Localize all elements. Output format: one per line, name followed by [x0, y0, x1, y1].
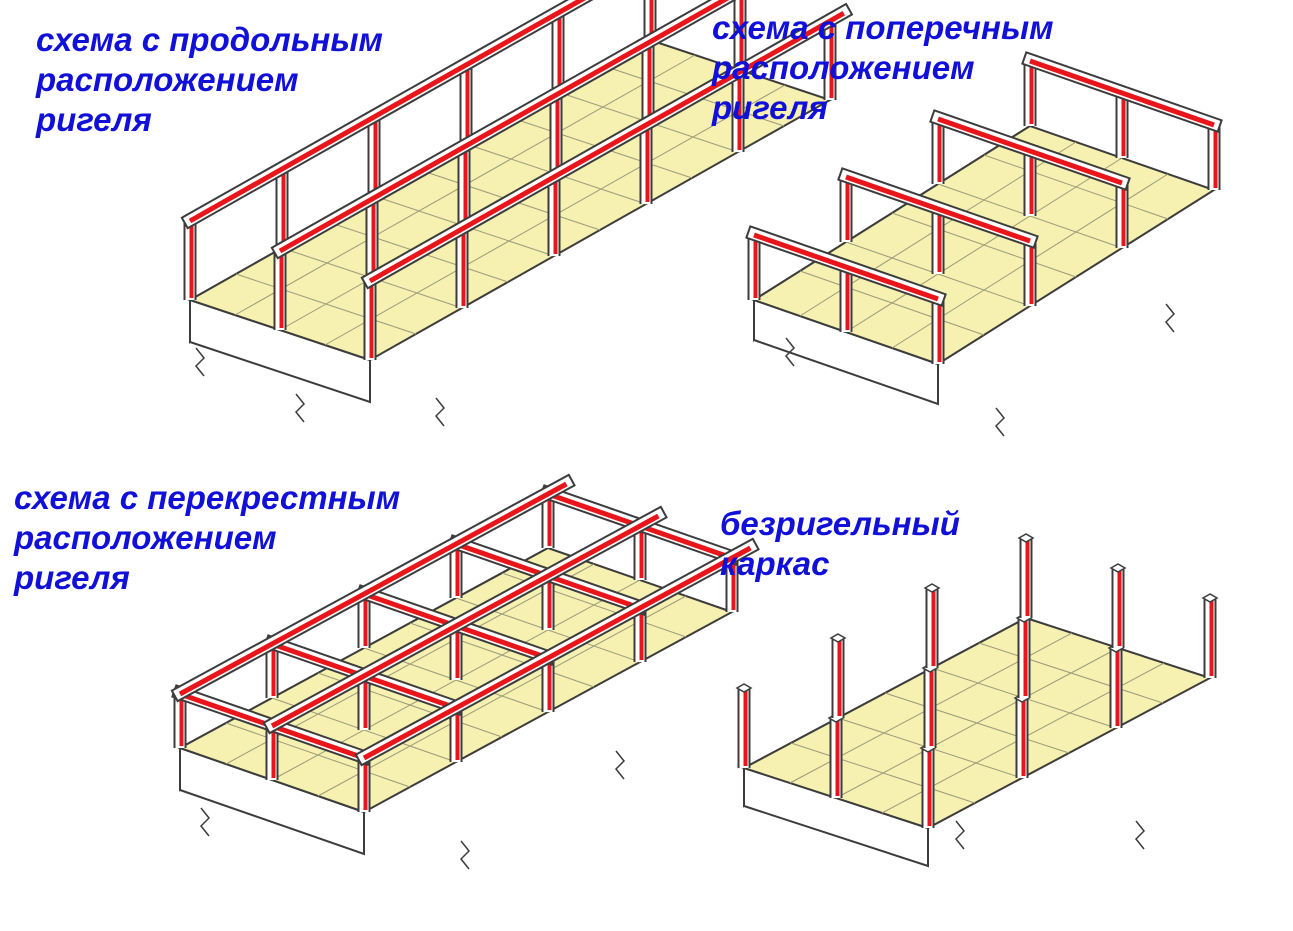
transverse-frame-drawing: [745, 51, 1223, 437]
beam-highlight: [270, 513, 660, 729]
longitudinal-frame-drawing: [180, 0, 854, 427]
label-beamless-line-2: каркас: [720, 545, 830, 582]
break-mark: [459, 840, 471, 870]
column-cap: [1201, 593, 1219, 603]
beam-highlight: [278, 0, 730, 254]
label-beamless-line-1: безригельный: [720, 505, 960, 542]
beam-highlight: [368, 11, 846, 284]
label-cross: схема с перекрестным расположением ригел…: [14, 478, 400, 598]
beam-highlight: [753, 232, 939, 302]
label-cross-line-1: схема с перекрестным: [14, 479, 401, 516]
break-mark: [954, 820, 966, 850]
label-longitudinal-line-1: схема с продольным: [36, 21, 383, 58]
label-cross-line-3: ригеля: [14, 559, 130, 596]
floor-joint: [835, 647, 1119, 799]
break-mark: [784, 337, 796, 367]
break-mark: [614, 750, 626, 780]
label-cross-line-2: расположением: [14, 519, 277, 556]
break-mark: [294, 393, 306, 423]
break-mark: [1164, 303, 1176, 333]
break-mark: [1134, 820, 1146, 850]
beam-highlight: [178, 481, 568, 697]
beam-highlight: [188, 0, 587, 224]
label-longitudinal-line-3: ригеля: [36, 101, 152, 138]
break-mark: [194, 347, 206, 377]
beamless-frame-drawing: [735, 533, 1219, 868]
column-cap: [923, 583, 941, 593]
beam-highlight: [937, 116, 1123, 186]
break-mark: [199, 807, 211, 837]
beam-highlight: [845, 174, 1031, 244]
label-longitudinal: схема с продольным расположением ригеля: [36, 20, 383, 140]
column-cap: [1017, 533, 1035, 543]
label-transverse-line-1: схема с поперечным: [712, 9, 1054, 46]
column-cap: [1109, 563, 1127, 573]
cross-frame-drawing: [170, 473, 760, 870]
break-mark: [994, 407, 1006, 437]
break-mark: [434, 397, 446, 427]
beam-highlight: [1029, 58, 1215, 128]
column-cap: [829, 633, 847, 643]
column-cap: [735, 683, 753, 693]
label-transverse-line-2: расположением: [712, 49, 975, 86]
label-transverse: схема с поперечным расположением ригеля: [712, 8, 1054, 128]
floor-joint: [845, 157, 1123, 333]
floor-joint: [317, 595, 687, 797]
label-beamless: безригельный каркас: [720, 504, 960, 584]
label-longitudinal-line-2: расположением: [36, 61, 299, 98]
beam-highlight: [362, 545, 752, 761]
label-transverse-line-3: ригеля: [712, 89, 828, 126]
